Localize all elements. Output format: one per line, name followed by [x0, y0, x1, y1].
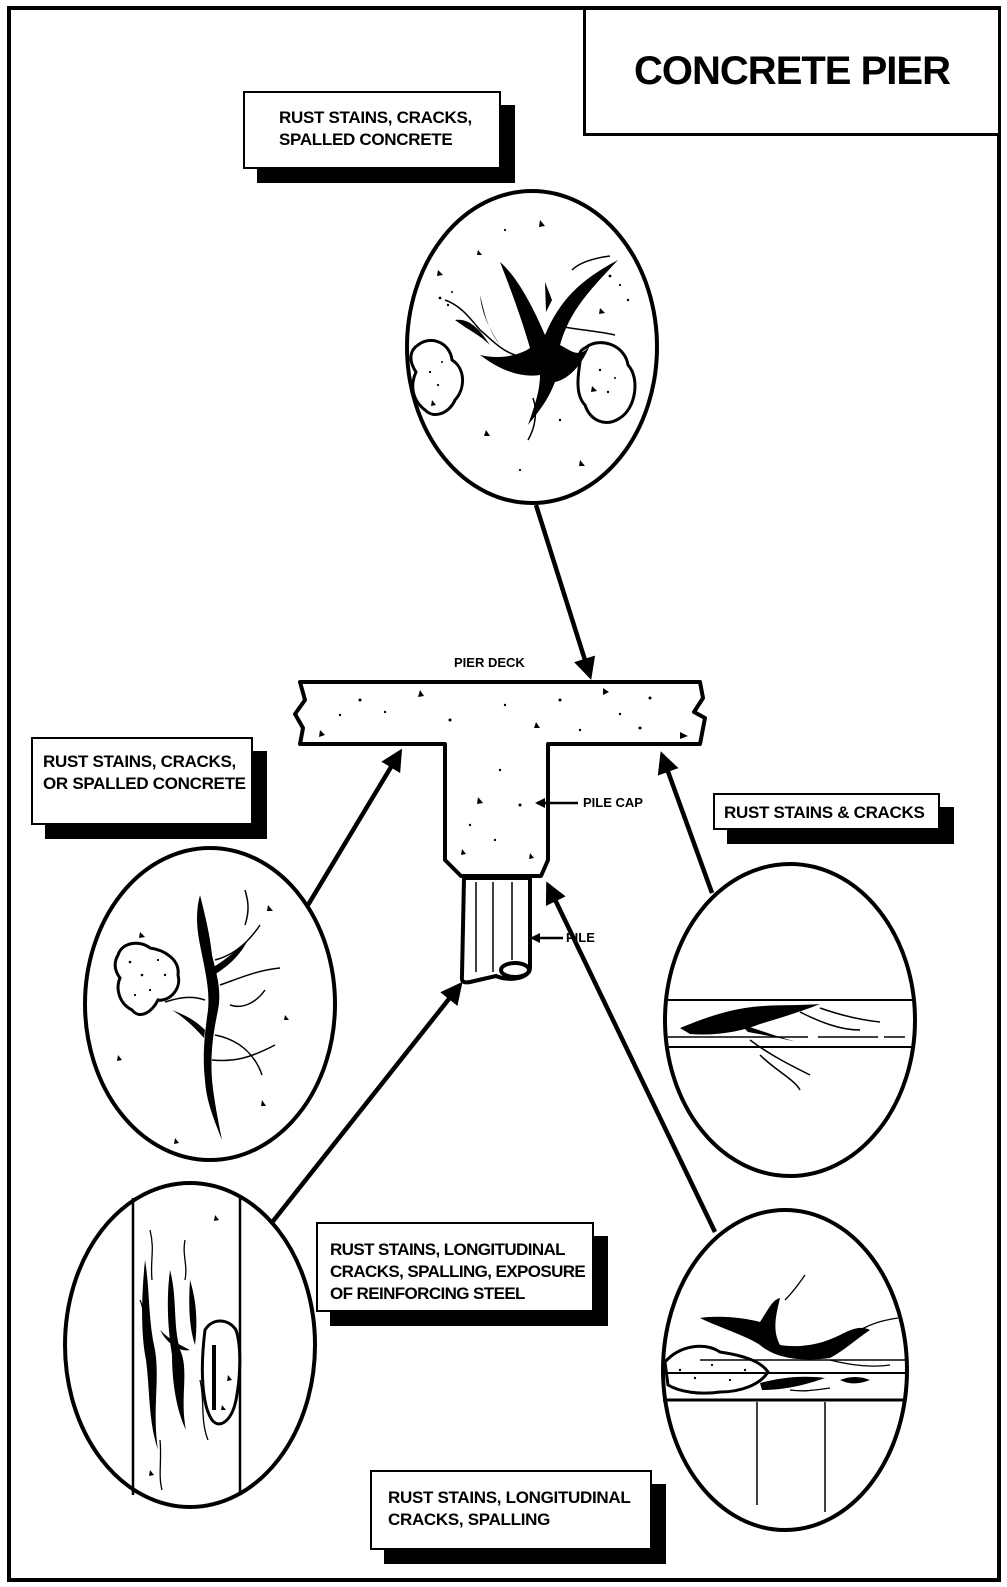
- pier-deck: [295, 682, 705, 876]
- callout-pile-cap-left: RUST STAINS, CRACKS, OR SPALLED CONCRETE: [31, 737, 253, 825]
- deck-edge-crack-detail: [665, 864, 915, 1176]
- pile-cap-damage-detail: [85, 848, 335, 1160]
- callout-deck-right: RUST STAINS & CRACKS: [713, 793, 940, 830]
- label-pile-cap: PILE CAP: [583, 795, 643, 810]
- callout-deck-top: RUST STAINS, CRACKS, SPALLED CONCRETE: [243, 91, 501, 169]
- label-pier-deck: PIER DECK: [454, 655, 525, 670]
- label-pile: PILE: [566, 930, 595, 945]
- pile-face-damage-detail: [65, 1183, 315, 1507]
- deck-damage-detail: [407, 191, 657, 503]
- title-box: CONCRETE PIER: [583, 10, 998, 136]
- callout-pile-left: RUST STAINS, LONGITUDINAL CRACKS, SPALLI…: [316, 1222, 594, 1312]
- callout-pile-right: RUST STAINS, LONGITUDINAL CRACKS, SPALLI…: [370, 1470, 652, 1550]
- diagram-title: CONCRETE PIER: [634, 49, 950, 94]
- pile-deck-junction-detail: [663, 1210, 907, 1530]
- pile: [462, 878, 530, 982]
